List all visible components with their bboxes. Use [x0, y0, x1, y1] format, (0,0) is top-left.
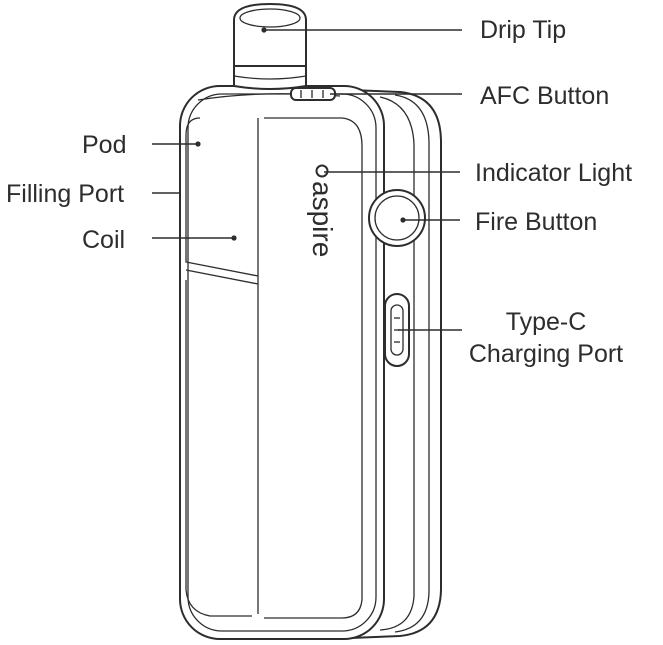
callout-labels: Drip Tip AFC Button Indicator Light Fire… [6, 16, 632, 368]
leader-lines [152, 29, 462, 331]
brand-logo: aspire [307, 181, 338, 257]
label-indicator-light: Indicator Light [475, 159, 632, 187]
device-front-body [179, 85, 385, 640]
label-afc-button: AFC Button [480, 82, 609, 110]
indicator-light-graphic [315, 164, 329, 178]
label-drip-tip: Drip Tip [480, 16, 566, 44]
label-fire-button: Fire Button [475, 208, 597, 236]
afc-button-graphic [290, 87, 336, 101]
label-coil: Coil [82, 226, 125, 254]
drip-tip-graphic [233, 3, 307, 90]
device-illustration: aspire [179, 3, 442, 640]
label-type-c-line2: Charging Port [469, 340, 623, 368]
label-pod: Pod [82, 131, 126, 159]
fire-button-graphic [368, 189, 426, 247]
leader-dots [195, 27, 406, 241]
label-type-c-line1: Type-C [506, 308, 587, 336]
label-filling-port: Filling Port [6, 180, 124, 208]
pod-window [185, 117, 259, 277]
